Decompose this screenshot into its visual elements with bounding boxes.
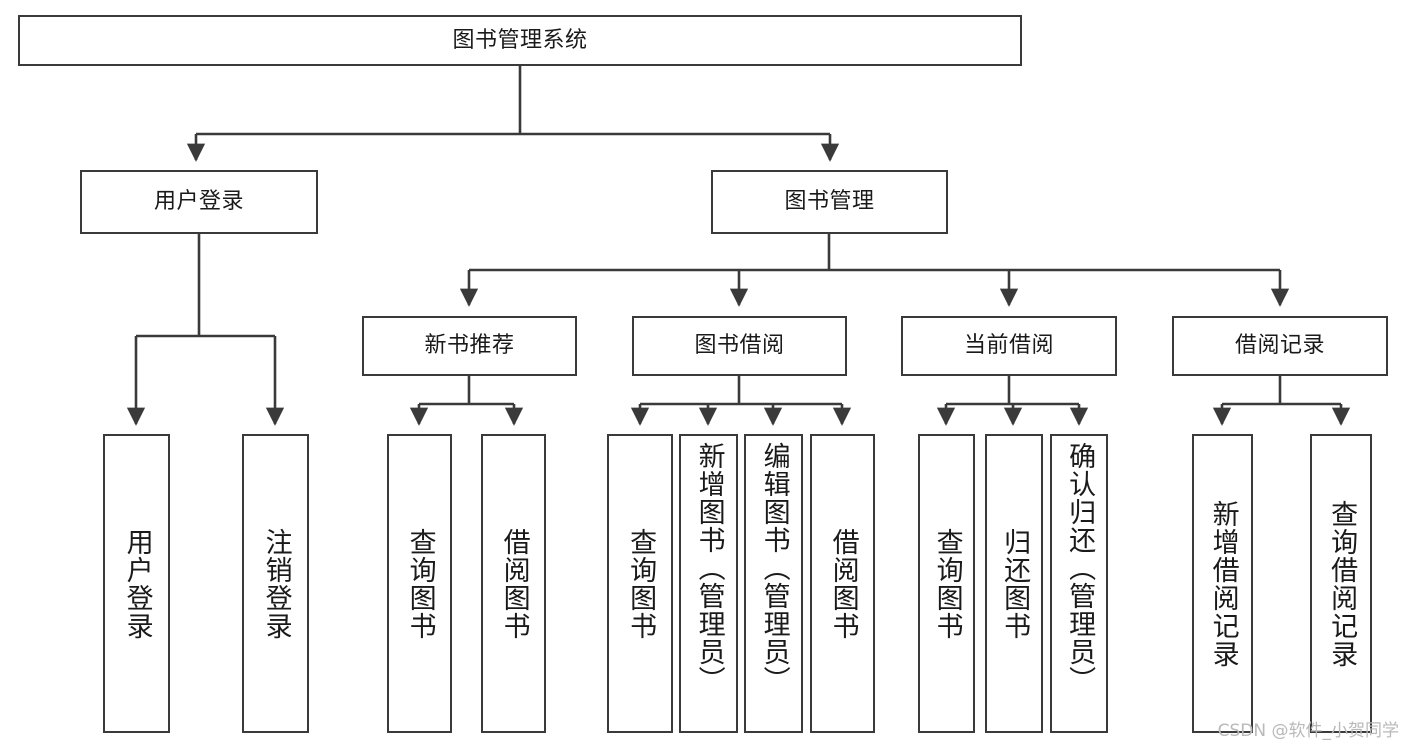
node-book-management[interactable]: 图书管理 bbox=[711, 170, 948, 234]
node-book-management-label: 图书管理 bbox=[784, 189, 875, 214]
node-leaf-edit-book-label: 编辑图书（管理员） bbox=[758, 442, 790, 694]
node-user-login[interactable]: 用户登录 bbox=[80, 170, 318, 234]
node-leaf-add-book-label: 新增图书（管理员） bbox=[693, 442, 725, 694]
node-leaf-query-borrow-record[interactable]: 查询借阅记录 bbox=[1310, 434, 1372, 733]
node-leaf-add-borrow-record[interactable]: 新增借阅记录 bbox=[1192, 434, 1253, 733]
node-borrow-record[interactable]: 借阅记录 bbox=[1172, 316, 1388, 376]
node-leaf-query-book-1[interactable]: 查询图书 bbox=[387, 434, 452, 733]
node-leaf-confirm-return[interactable]: 确认归还（管理员） bbox=[1050, 434, 1108, 733]
node-leaf-logout[interactable]: 注销登录 bbox=[242, 434, 309, 733]
node-leaf-query-book-1-label: 查询图书 bbox=[404, 527, 436, 640]
node-leaf-borrow-book-1[interactable]: 借阅图书 bbox=[481, 434, 546, 733]
node-leaf-borrow-book-2[interactable]: 借阅图书 bbox=[810, 434, 875, 733]
node-leaf-borrow-book-2-label: 借阅图书 bbox=[827, 527, 859, 640]
node-new-book-recommend-label: 新书推荐 bbox=[424, 333, 515, 358]
node-book-borrow-label: 图书借阅 bbox=[694, 333, 785, 358]
node-leaf-query-book-3[interactable]: 查询图书 bbox=[918, 434, 975, 733]
node-root[interactable]: 图书管理系统 bbox=[18, 15, 1022, 66]
node-leaf-return-book-label: 归还图书 bbox=[999, 527, 1031, 640]
node-leaf-borrow-book-1-label: 借阅图书 bbox=[498, 527, 530, 640]
node-book-borrow[interactable]: 图书借阅 bbox=[632, 316, 847, 376]
node-leaf-query-book-2-label: 查询图书 bbox=[625, 527, 657, 640]
node-leaf-query-book-2[interactable]: 查询图书 bbox=[607, 434, 673, 733]
node-current-borrow[interactable]: 当前借阅 bbox=[901, 316, 1117, 376]
node-root-label: 图书管理系统 bbox=[452, 27, 588, 53]
node-leaf-return-book[interactable]: 归还图书 bbox=[985, 434, 1043, 733]
node-leaf-add-borrow-record-label: 新增借阅记录 bbox=[1207, 499, 1239, 668]
node-leaf-query-borrow-record-label: 查询借阅记录 bbox=[1326, 499, 1358, 668]
node-borrow-record-label: 借阅记录 bbox=[1234, 333, 1325, 358]
node-leaf-edit-book[interactable]: 编辑图书（管理员） bbox=[744, 434, 803, 733]
node-current-borrow-label: 当前借阅 bbox=[963, 333, 1054, 358]
node-leaf-user-login-label: 用户登录 bbox=[121, 527, 153, 640]
node-new-book-recommend[interactable]: 新书推荐 bbox=[362, 316, 577, 376]
node-leaf-query-book-3-label: 查询图书 bbox=[931, 527, 963, 640]
node-user-login-label: 用户登录 bbox=[153, 189, 244, 214]
node-leaf-logout-label: 注销登录 bbox=[260, 527, 292, 640]
node-leaf-confirm-return-label: 确认归还（管理员） bbox=[1064, 442, 1096, 694]
node-leaf-user-login[interactable]: 用户登录 bbox=[103, 434, 170, 733]
node-leaf-add-book[interactable]: 新增图书（管理员） bbox=[679, 434, 738, 733]
